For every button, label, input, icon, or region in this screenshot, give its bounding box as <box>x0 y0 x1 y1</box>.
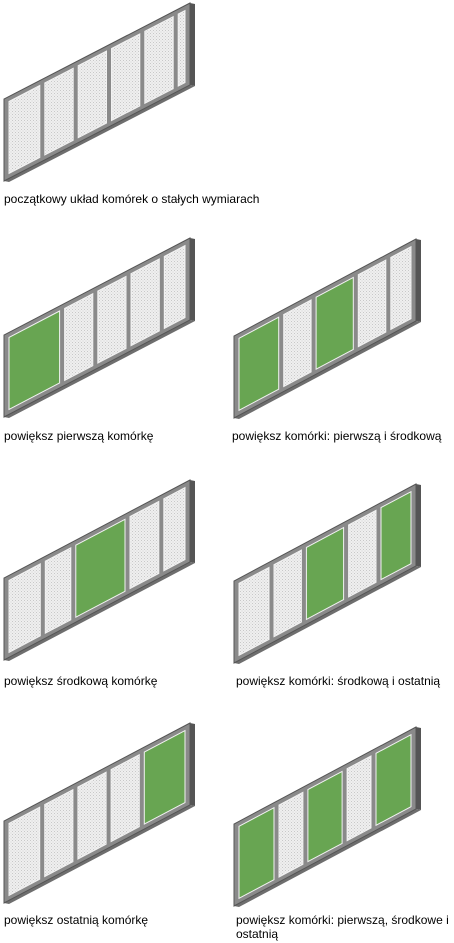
cell-enlarge-last-3 <box>77 771 107 860</box>
cell-initial-layout-6 <box>177 9 186 87</box>
caption-enlarge-last: powiększ ostatnią komórkę <box>4 913 149 927</box>
frame-bottom-initial-layout <box>4 85 195 182</box>
cell-enlarge-first-3 <box>97 275 127 364</box>
frame-bottom-enlarge-middle <box>4 562 195 661</box>
cell-enlarge-last-2 <box>44 788 74 878</box>
caption-enlarge-middle-and-last: powiększ komórki: środkową i ostatnią <box>236 674 441 688</box>
cell-enlarge-middle-4 <box>129 500 160 590</box>
cell-enlarge-middle-5 <box>163 486 186 572</box>
cell-enlarged-enlarge-first-middle-last-1 <box>238 806 275 900</box>
cell-enlarge-first-5 <box>163 244 186 330</box>
frame-side-enlarge-first-and-middle <box>416 239 421 322</box>
frame-bottom-enlarge-first-and-middle <box>234 321 421 419</box>
cell-enlarged-enlarge-first-middle-last-5 <box>375 733 412 827</box>
cell-enlarge-first-and-middle-5 <box>390 245 412 331</box>
cell-enlarge-middle-and-last-2 <box>273 549 302 638</box>
cell-enlarged-enlarge-middle-3 <box>75 518 126 619</box>
caption-enlarge-middle: powiększ środkową komórkę <box>4 674 158 688</box>
cell-enlarge-first-and-middle-4 <box>357 259 387 348</box>
cell-enlarge-middle-2 <box>44 546 72 635</box>
cell-enlarged-enlarge-first-middle-last-3 <box>307 770 343 863</box>
cell-initial-layout-5 <box>144 15 174 105</box>
frame-side-enlarge-middle-and-last <box>416 484 421 567</box>
frame-bottom-enlarge-first <box>4 320 195 418</box>
frame-side-enlarge-first <box>190 238 195 321</box>
cell-enlarged-enlarge-first-and-middle-1 <box>238 316 280 412</box>
cell-initial-layout-1 <box>8 84 41 175</box>
frame-side-enlarge-middle <box>190 480 195 563</box>
caption-initial-layout: początkowy układ komórek o stałych wymia… <box>4 192 260 206</box>
cell-enlarge-first-middle-last-2 <box>278 791 304 878</box>
cell-enlarge-first-2 <box>64 292 94 382</box>
cell-enlarged-enlarge-first-1 <box>8 310 61 411</box>
cell-initial-layout-2 <box>44 67 74 156</box>
cell-enlarged-enlarge-last-5 <box>143 729 186 825</box>
cell-enlarged-enlarge-middle-and-last-3 <box>305 526 345 621</box>
cell-initial-layout-4 <box>111 33 141 122</box>
cell-enlarge-middle-1 <box>8 562 41 654</box>
frame-side-enlarge-first-middle-last <box>416 727 421 810</box>
cell-enlarge-middle-and-last-1 <box>238 566 270 657</box>
caption-enlarge-first-and-middle: powiększ komórki: pierwszą i środkową <box>232 429 442 443</box>
cell-enlarged-enlarge-middle-and-last-5 <box>380 490 412 581</box>
frame-side-enlarge-last <box>190 723 195 806</box>
cell-initial-layout-3 <box>77 50 107 139</box>
caption-enlarge-first-middle-last: powiększ komórki: pierwszą, środkowe i o… <box>236 913 449 941</box>
cell-enlarged-enlarge-first-and-middle-3 <box>315 276 354 371</box>
cell-enlarge-middle-and-last-4 <box>348 509 377 598</box>
cell-enlarge-first-4 <box>130 258 160 347</box>
frame-bottom-enlarge-middle-and-last <box>234 566 421 664</box>
cell-enlarge-first-and-middle-2 <box>283 299 312 388</box>
frame-bottom-enlarge-last <box>4 805 195 904</box>
cell-enlarge-last-1 <box>8 806 41 897</box>
frame-side-initial-layout <box>190 3 195 86</box>
caption-enlarge-first: powiększ pierwszą komórkę <box>4 429 154 443</box>
frame-bottom-enlarge-first-middle-last <box>234 809 421 907</box>
cell-enlarge-last-4 <box>110 753 140 843</box>
cell-enlarge-first-middle-last-4 <box>346 755 372 842</box>
